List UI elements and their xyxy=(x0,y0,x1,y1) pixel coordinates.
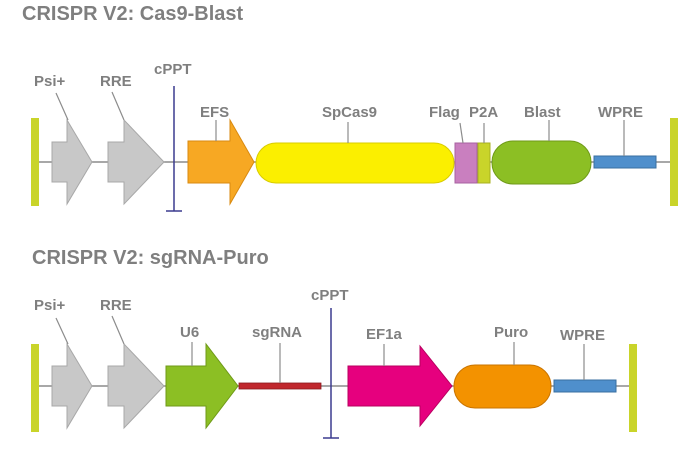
ef1a-promoter xyxy=(347,344,453,428)
efs-promoter xyxy=(187,118,255,206)
rre-element xyxy=(107,118,165,206)
ef1a-label: EF1a xyxy=(366,326,403,343)
u6-label: U6 xyxy=(180,324,199,341)
efs-label: EFS xyxy=(200,104,229,121)
ltr-left-bar xyxy=(31,118,39,206)
diagram1-title: CRISPR V2: Cas9-Blast xyxy=(22,3,244,25)
ltr-right-bar xyxy=(629,344,637,432)
psi-label: Psi+ xyxy=(34,297,66,314)
cppt-label: cPPT xyxy=(154,61,192,78)
blast-label: Blast xyxy=(524,104,561,121)
p2a-label: P2A xyxy=(469,104,498,121)
rre-label: RRE xyxy=(100,297,132,314)
puro-gene xyxy=(453,364,552,409)
spcas9-label: SpCas9 xyxy=(322,104,377,121)
wpre-element xyxy=(553,379,617,393)
diagram-sgrna-puro: CRISPR V2: sgRNA-Puro Psi+ RRE U6 sgRNA … xyxy=(31,247,637,439)
rre-element xyxy=(107,342,165,430)
wpre-label: WPRE xyxy=(560,327,605,344)
psi-leader xyxy=(55,92,69,121)
diagram-cas9-blast: CRISPR V2: Cas9-Blast Psi+ RRE cPPT EFS … xyxy=(22,3,678,212)
psi-element xyxy=(51,342,93,430)
ltr-left-bar xyxy=(31,344,39,432)
puro-label: Puro xyxy=(494,324,528,341)
psi-element xyxy=(51,118,93,206)
wpre-label: WPRE xyxy=(598,104,643,121)
spcas9-gene xyxy=(255,142,455,184)
sgrna-label: sgRNA xyxy=(252,324,302,341)
flag-tag xyxy=(454,142,478,184)
flag-leader xyxy=(459,122,464,144)
blast-gene xyxy=(491,140,592,185)
flag-label: Flag xyxy=(429,104,460,121)
rre-leader xyxy=(111,315,125,345)
psi-label: Psi+ xyxy=(34,73,66,90)
rre-leader xyxy=(111,91,125,121)
sgrna-cassette xyxy=(238,382,322,390)
diagram2-title: CRISPR V2: sgRNA-Puro xyxy=(32,247,269,269)
ltr-right-bar xyxy=(670,118,678,206)
psi-leader xyxy=(55,317,69,345)
u6-promoter xyxy=(165,342,239,430)
cppt-label: cPPT xyxy=(311,287,349,304)
wpre-element xyxy=(593,155,657,169)
p2a-peptide xyxy=(477,142,491,184)
rre-label: RRE xyxy=(100,73,132,90)
